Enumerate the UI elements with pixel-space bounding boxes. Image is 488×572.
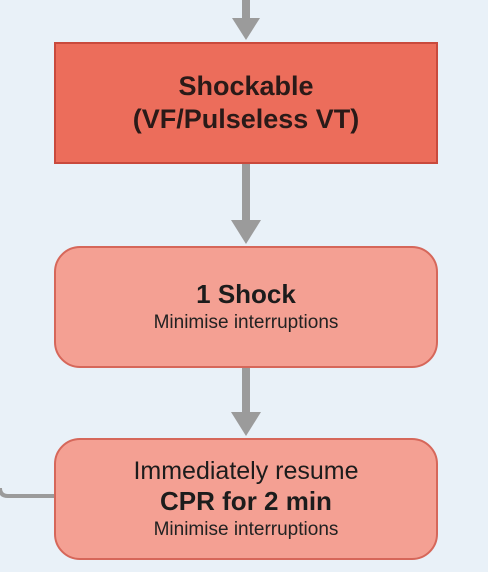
incoming-arrow-head [232,18,260,40]
arrow-shockable-to-shock-head [231,220,261,244]
resume-cpr-box: Immediately resume CPR for 2 min Minimis… [54,438,438,560]
resume-cpr-line2: CPR for 2 min [160,485,332,516]
one-shock-note: Minimise interruptions [153,311,339,333]
shockable-title: Shockable [178,71,314,101]
resume-cpr-note: Minimise interruptions [153,518,339,540]
arrow-shock-to-cpr-head [231,412,261,436]
shockable-rhythm-box: Shockable (VF/Pulseless VT) [54,42,438,164]
one-shock-box: 1 Shock Minimise interruptions [54,246,438,368]
one-shock-title: 1 Shock [196,278,296,309]
loop-connector-line [0,487,54,498]
resume-cpr-line1: Immediately resume [133,456,359,485]
shockable-rhythms: (VF/Pulseless VT) [132,104,360,134]
